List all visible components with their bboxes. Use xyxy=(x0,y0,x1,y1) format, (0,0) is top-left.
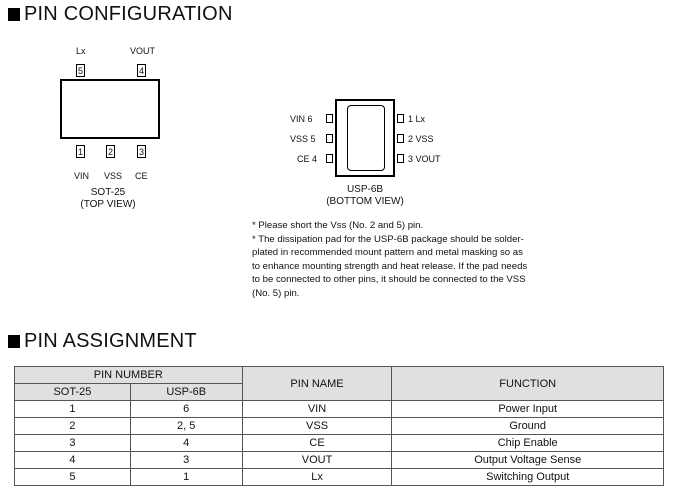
heading-square-icon xyxy=(8,8,20,21)
sot25-caption-view: (TOP VIEW) xyxy=(80,199,136,210)
usp6b-package-body xyxy=(335,99,395,177)
sot25-pin1: 1 xyxy=(76,145,85,158)
cell-usp6b: 4 xyxy=(129,434,243,452)
pin-configuration-heading: PIN CONFIGURATION xyxy=(8,3,233,26)
usp6b-pin2-label: 2 VSS xyxy=(408,134,434,144)
usp6b-pin4 xyxy=(326,154,333,163)
note-short-vss: * Please short the Vss (No. 2 and 5) pin… xyxy=(252,220,424,231)
table-row: 3 4 CE Chip Enable xyxy=(14,434,664,452)
sot25-pin5-label: Lx xyxy=(76,46,86,56)
usp6b-pin6 xyxy=(326,114,333,123)
usp6b-pin6-label: VIN 6 xyxy=(290,114,313,124)
heading-square-icon xyxy=(8,335,20,348)
cell-pin-name: Lx xyxy=(241,468,393,486)
cell-function: Output Voltage Sense xyxy=(391,451,664,469)
sot25-pin3: 3 xyxy=(137,145,146,158)
sot25-pin4-label: VOUT xyxy=(130,46,156,56)
usp6b-pin5-label: VSS 5 xyxy=(290,134,316,144)
cell-pin-name: CE xyxy=(241,434,393,452)
cell-pin-name: VOUT xyxy=(241,451,393,469)
usp6b-pin1-label: 1 Lx xyxy=(408,114,426,124)
cell-function: Power Input xyxy=(391,400,664,418)
cell-pin-name: VSS xyxy=(241,417,393,435)
sot25-pin5: 5 xyxy=(76,64,85,77)
sot25-pin1-label: VIN xyxy=(74,171,90,181)
sot25-pin3-label: CE xyxy=(135,171,148,181)
sot25-pin4: 4 xyxy=(137,64,146,77)
cell-usp6b: 2, 5 xyxy=(129,417,243,435)
table-row: 4 3 VOUT Output Voltage Sense xyxy=(14,451,664,469)
cell-sot25: 3 xyxy=(14,434,131,452)
table-row: 5 1 Lx Switching Output xyxy=(14,468,664,486)
usp6b-caption-name: USP-6B xyxy=(346,184,384,195)
cell-sot25: 1 xyxy=(14,400,131,418)
cell-function: Chip Enable xyxy=(391,434,664,452)
pin-assignment-table: PIN NUMBER PIN NAME FUNCTION SOT-25 USP-… xyxy=(14,366,664,486)
notes: * Please short the Vss (No. 2 and 5) pin… xyxy=(252,219,528,300)
cell-function: Switching Output xyxy=(391,468,664,486)
usp6b-caption-view: (BOTTOM VIEW) xyxy=(326,196,404,207)
header-pin-number: PIN NUMBER xyxy=(14,366,243,384)
cell-usp6b: 6 xyxy=(129,400,243,418)
cell-usp6b: 3 xyxy=(129,451,243,469)
usp6b-dissipation-pad xyxy=(347,105,385,171)
usp6b-pin2 xyxy=(397,134,404,143)
usp6b-pin3-label: 3 VOUT xyxy=(408,154,441,164)
pin-assignment-heading: PIN ASSIGNMENT xyxy=(8,330,197,353)
note-dissipation-pad: * The dissipation pad for the USP-6B pac… xyxy=(252,233,528,299)
table-row: 2 2, 5 VSS Ground xyxy=(14,417,664,435)
cell-pin-name: VIN xyxy=(241,400,393,418)
usp6b-pin1 xyxy=(397,114,404,123)
table-row: 1 6 VIN Power Input xyxy=(14,400,664,418)
usp6b-pin4-label: CE 4 xyxy=(297,154,318,164)
cell-function: Ground xyxy=(391,417,664,435)
sot25-pin2: 2 xyxy=(106,145,115,158)
sot25-package-body xyxy=(60,79,160,139)
cell-sot25: 5 xyxy=(14,468,131,486)
header-usp6b: USP-6B xyxy=(129,383,243,401)
header-pin-name: PIN NAME xyxy=(241,366,393,401)
sot25-pin2-label: VSS xyxy=(104,171,123,181)
cell-sot25: 2 xyxy=(14,417,131,435)
cell-usp6b: 1 xyxy=(129,468,243,486)
header-function: FUNCTION xyxy=(391,366,664,401)
sot25-caption-name: SOT-25 xyxy=(90,187,126,198)
header-sot25: SOT-25 xyxy=(14,383,131,401)
usp6b-pin3 xyxy=(397,154,404,163)
cell-sot25: 4 xyxy=(14,451,131,469)
usp6b-pin5 xyxy=(326,134,333,143)
